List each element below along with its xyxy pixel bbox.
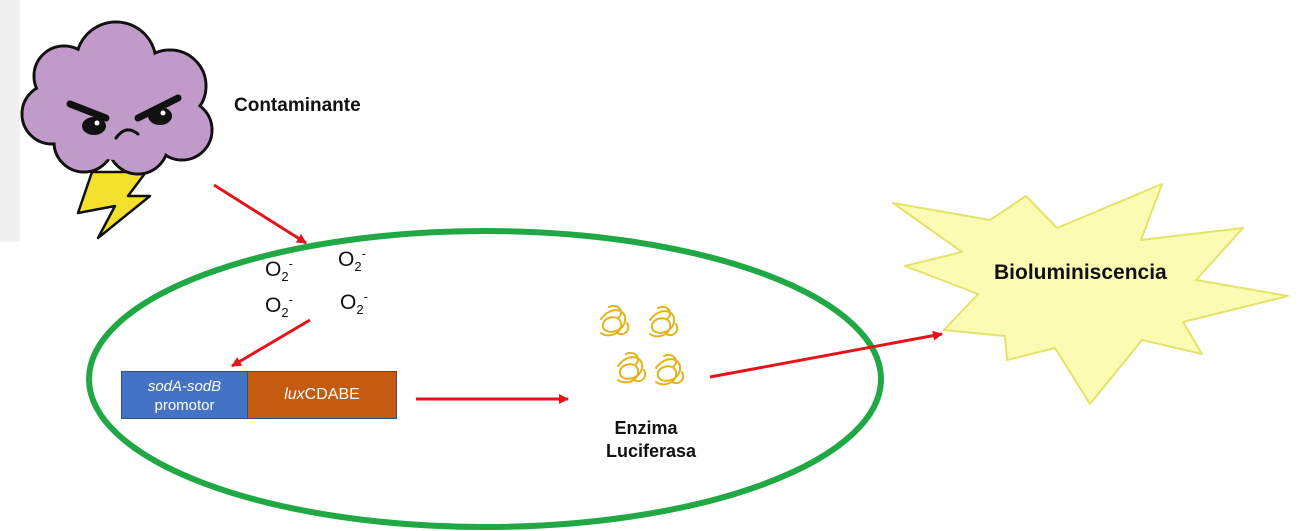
superoxide-ion: O2-: [340, 289, 368, 318]
promoter-gene-name: sodA-sodB: [147, 378, 222, 395]
light-burst-icon: [892, 183, 1289, 405]
lux-gene-box: luxCDABE: [247, 371, 397, 419]
enzyme-label-line-2: Luciferasa: [606, 441, 697, 461]
arrow-pollutant-to-superoxide: [213, 183, 307, 245]
pollutant-label: Contaminante: [234, 95, 361, 116]
superoxide-ion: O2-: [265, 256, 293, 285]
promoter-box: sodA-sodB promotor: [121, 371, 248, 419]
enzyme-label-line-1: Enzima: [614, 418, 678, 438]
cell-outline: [86, 228, 884, 530]
lightning-bolt-icon: [76, 170, 152, 240]
lux-gene-italic: lux: [284, 386, 305, 403]
promoter-word: promotor: [154, 397, 215, 414]
background-panel: [0, 0, 20, 242]
bioluminescence-label: Bioluminiscencia: [994, 261, 1167, 284]
angry-cloud-icon: [20, 20, 214, 176]
superoxide-ion: O2-: [338, 246, 366, 275]
enzyme-label: Enzima Luciferasa: [606, 417, 697, 463]
superoxide-ion: O2-: [265, 292, 293, 321]
arrow-enzyme-to-light: [709, 330, 943, 379]
arrow-superoxide-to-promoter: [231, 318, 311, 368]
enzyme-coil-icon: [600, 305, 685, 386]
lux-gene-rest: CDABE: [304, 386, 360, 403]
